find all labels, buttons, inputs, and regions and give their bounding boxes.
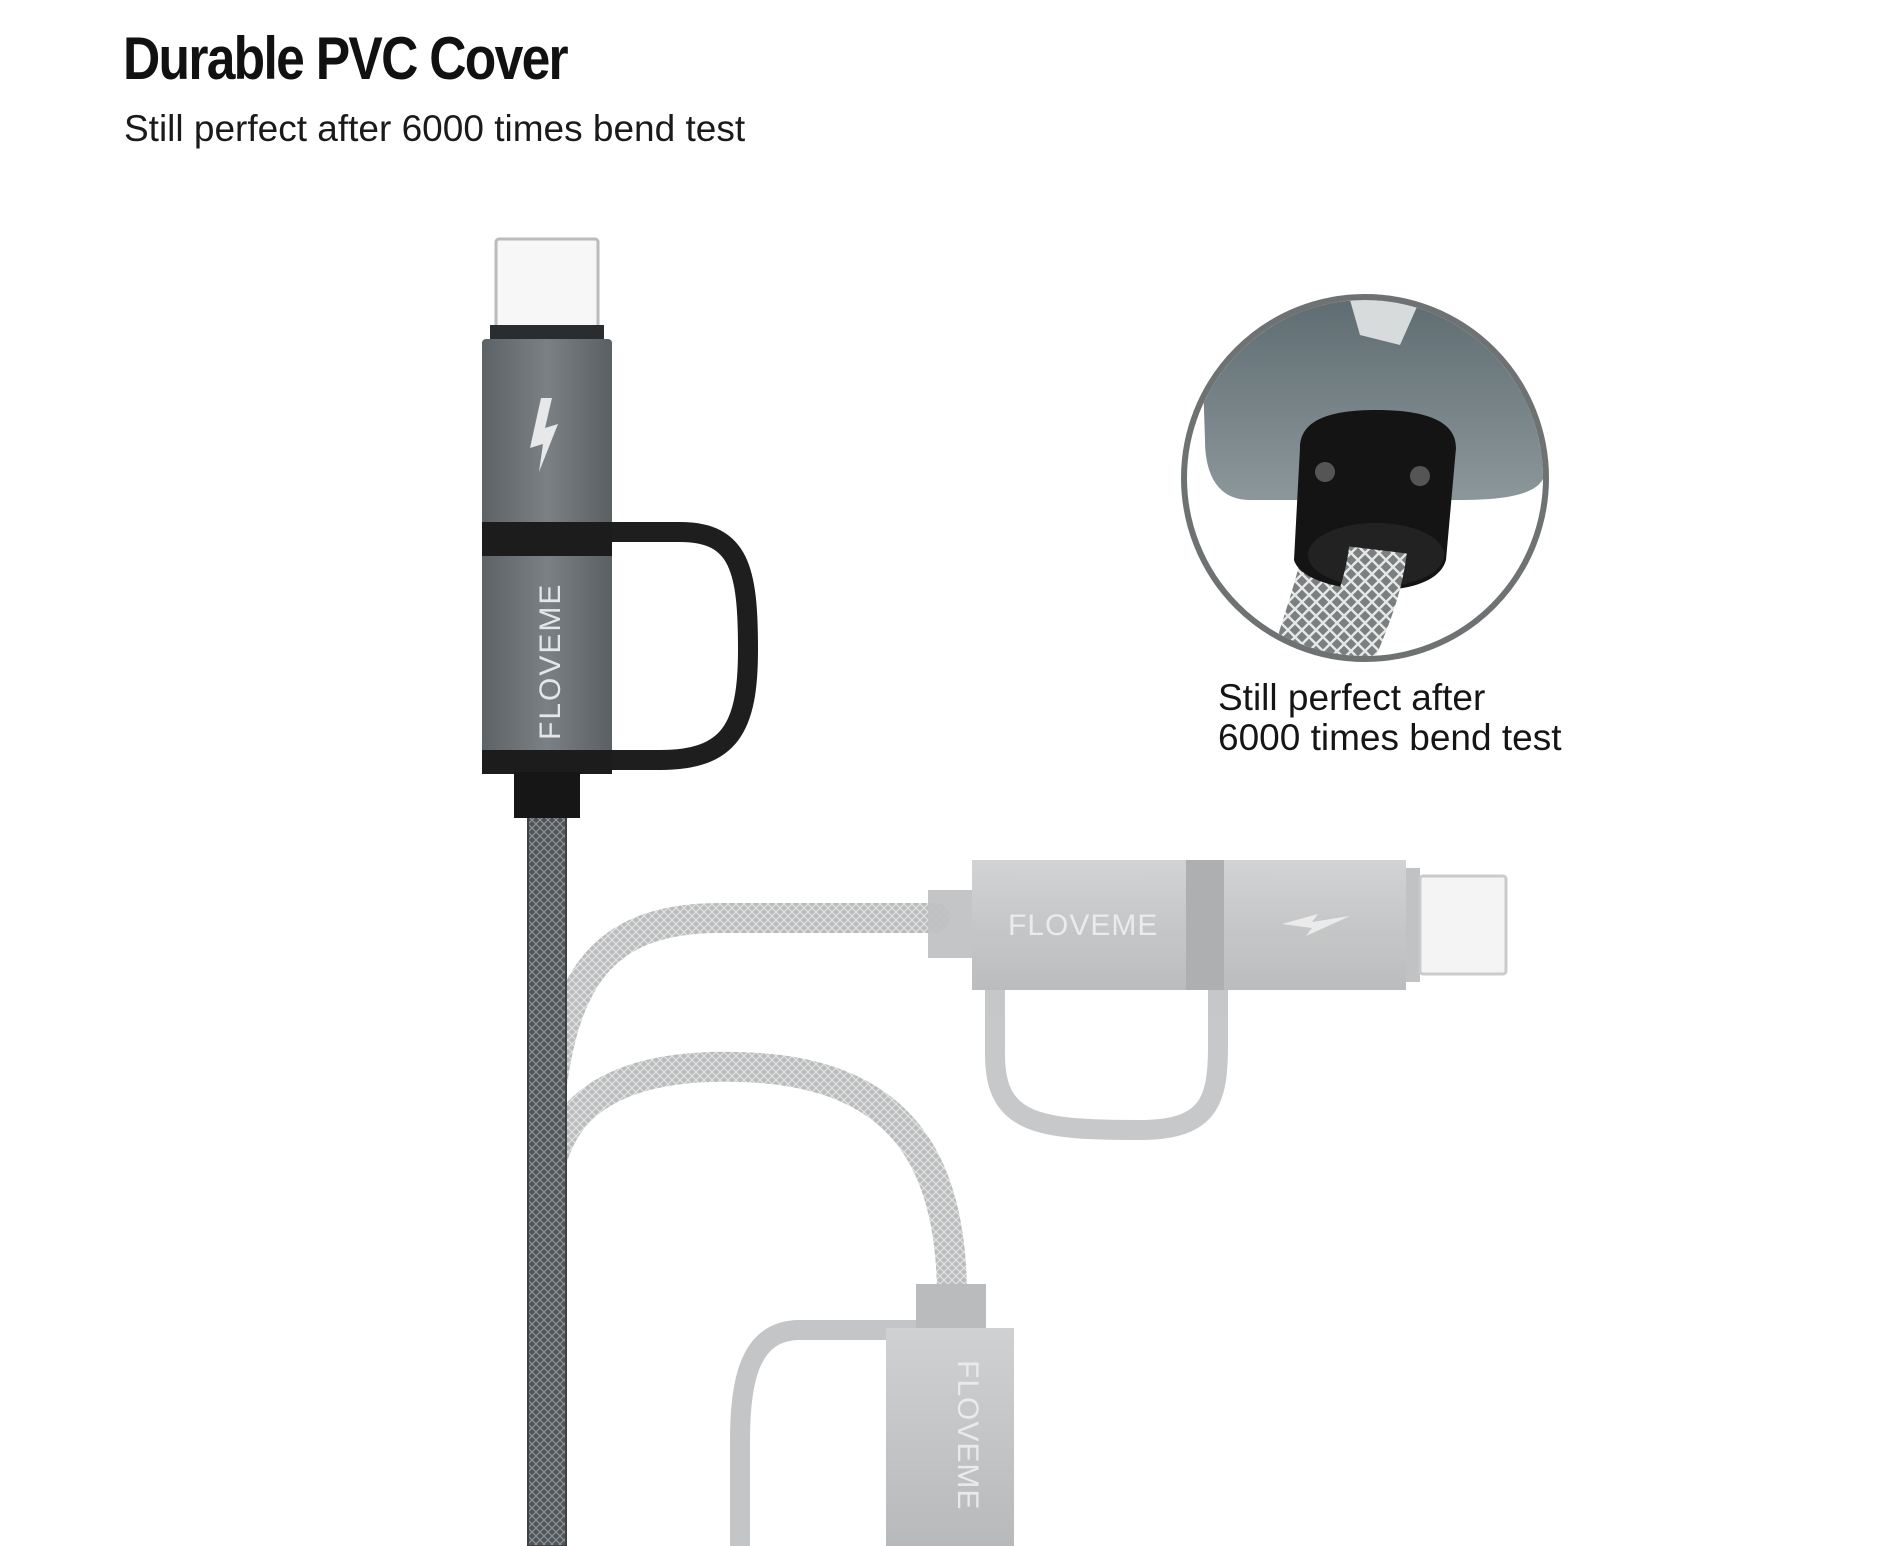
lightning-bolt-icon <box>530 398 558 472</box>
page-subtitle: Still perfect after 6000 times bend test <box>124 108 746 149</box>
callout-line-1: Still perfect after <box>1218 677 1486 718</box>
zoom-inset <box>1181 294 1549 662</box>
faded-brand-text: FLOVEME <box>1008 909 1158 942</box>
main-connector: FLOVEME <box>482 237 759 818</box>
callout-line-2: 6000 times bend test <box>1218 717 1562 758</box>
page-title: Durable PVC Cover <box>123 25 569 92</box>
callout-caption: Still perfect after 6000 times bend test <box>1218 678 1562 758</box>
faded-connector-horizontal: FLOVEME <box>928 860 1508 1141</box>
brand-text: FLOVEME <box>534 583 567 740</box>
bent-cable-lower <box>533 1051 967 1305</box>
faded-connector-vertical: FLOVEME <box>730 1284 1014 1546</box>
main-cable <box>527 807 567 1546</box>
faded-brand-text-vertical: FLOVEME <box>951 1360 984 1510</box>
faded-lightning-icon <box>1282 914 1350 936</box>
